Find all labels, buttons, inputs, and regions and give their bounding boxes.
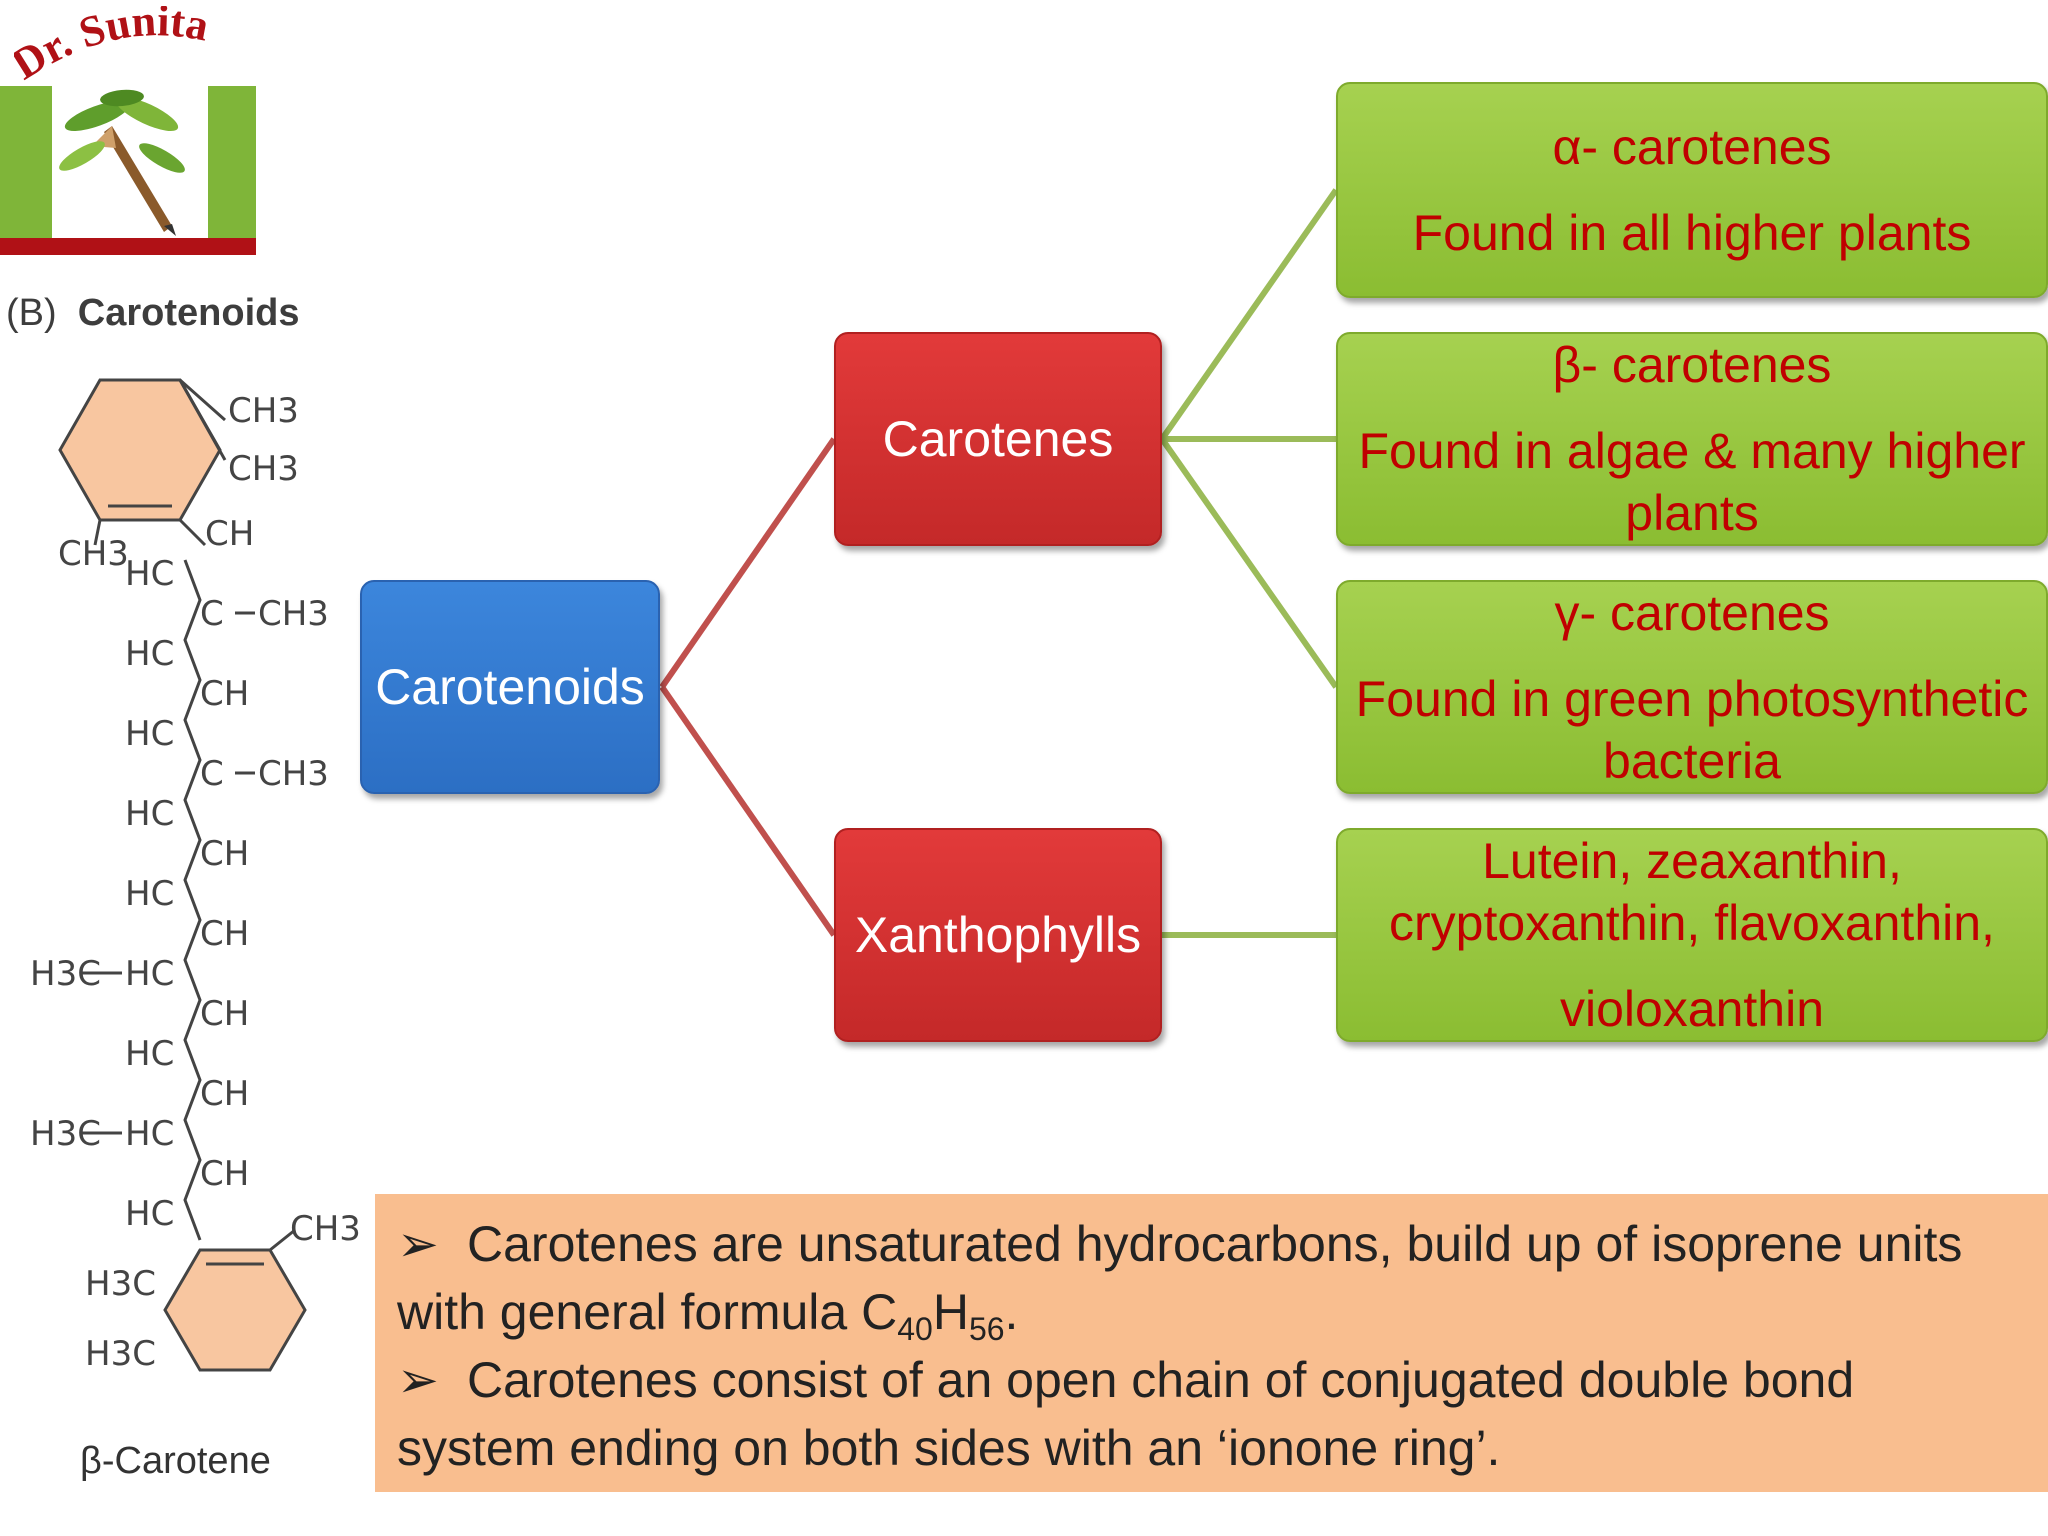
gamma-title: γ- carotenes <box>1554 585 1830 641</box>
molecule-name: β-Carotene <box>80 1440 271 1482</box>
molecule-label: CH3 <box>58 534 129 574</box>
molecule-label: CH <box>200 994 249 1034</box>
structure-caption: (B) Carotenoids <box>6 292 299 335</box>
carotenes-node: Carotenes <box>834 332 1162 546</box>
logo-green-bar-right <box>208 86 256 238</box>
molecule-label: CH <box>200 834 249 874</box>
molecule-label: C <box>200 754 224 794</box>
molecule-label: CH <box>200 914 249 954</box>
connector-carotenes-gamma <box>1159 437 1339 689</box>
molecule-label: CH3 <box>290 1209 361 1249</box>
connector-root-xanthophylls <box>659 685 837 937</box>
note-1-line1: Carotenes are unsaturated hydrocarbons, … <box>467 1216 1963 1272</box>
connector-carotenes-alpha <box>1159 188 1339 441</box>
xanthophyll-line1: Lutein, zeaxanthin, <box>1482 833 1902 889</box>
beta-carotene-structure: CH3 CH3 CH CH3 HC C CH3 HC CH HC C CH3 H… <box>30 378 361 1374</box>
xanthophylls-label: Xanthophylls <box>854 907 1142 963</box>
molecule-label: HC <box>125 954 174 994</box>
formula-period: . <box>1004 1284 1019 1340</box>
alpha-desc: Found in all higher plants <box>1412 205 1972 261</box>
formula-h: H <box>932 1284 969 1340</box>
molecule-label: HC <box>125 1114 174 1154</box>
pencil-plant-icon <box>59 89 185 236</box>
caption-letter: (B) <box>6 292 57 334</box>
molecule-label: HC <box>125 1194 174 1234</box>
molecule-label: CH <box>200 1154 249 1194</box>
molecule-label: HC <box>125 714 174 754</box>
formula-sub-56: 56 <box>968 1311 1005 1347</box>
molecule-label: HC <box>125 794 174 834</box>
gamma-carotenes-node: γ- carotenes Found in green photosynthet… <box>1336 580 2048 794</box>
note-2-line2: system ending on both sides with an ‘ion… <box>397 1420 1501 1476</box>
note-2: ➢ Carotenes consist of an open chain of c… <box>397 1346 2028 1482</box>
note-2-line1: Carotenes consist of an open chain of co… <box>467 1352 1855 1408</box>
bullet-arrow-icon: ➢ <box>397 1352 439 1408</box>
carotenoids-label: Carotenoids <box>375 659 645 715</box>
molecule-label: HC <box>125 554 174 594</box>
xanthophyll-examples-node: Lutein, zeaxanthin, cryptoxanthin, flavo… <box>1336 828 2048 1042</box>
beta-carotenes-node: β- carotenes Found in algae & many highe… <box>1336 332 2048 546</box>
molecule-label: HC <box>125 1034 174 1074</box>
xanthophyll-line3: violoxanthin <box>1559 981 1825 1037</box>
logo-text: Dr. Sunita <box>14 6 213 86</box>
note-1: ➢ Carotenes are unsaturated hydrocarbons,… <box>397 1210 2028 1346</box>
molecule-label: C <box>200 594 224 634</box>
gamma-desc-line2: bacteria <box>1603 733 1781 789</box>
molecule-label: CH3 <box>258 594 329 634</box>
connector-root-carotenes <box>659 437 837 689</box>
logo-red-bar <box>0 238 256 255</box>
beta-desc-line1: Found in algae & many higher <box>1358 423 2026 479</box>
carotenoids-node: Carotenoids <box>360 580 660 794</box>
beta-title: β- carotenes <box>1552 337 1832 393</box>
molecule-label: H3C <box>85 1334 156 1374</box>
molecule-label: CH <box>200 674 249 714</box>
formula-sub-40: 40 <box>897 1311 933 1347</box>
logo-green-bar-left <box>0 86 52 238</box>
molecule-label: CH3 <box>228 449 299 489</box>
alpha-carotenes-node: α- carotenes Found in all higher plants <box>1336 82 2048 298</box>
bullet-arrow-icon: ➢ <box>397 1216 439 1272</box>
molecule-label: CH3 <box>228 391 299 431</box>
notes-panel: ➢ Carotenes are unsaturated hydrocarbons,… <box>375 1194 2048 1492</box>
molecule-label: H3C <box>85 1264 156 1304</box>
molecule-label: CH <box>200 1074 249 1114</box>
molecule-label: CH <box>205 514 254 554</box>
gamma-desc-line1: Found in green photosynthetic <box>1355 671 2029 727</box>
molecule-label: HC <box>125 634 174 674</box>
note-1-line2: with general formula C <box>397 1284 898 1340</box>
molecule-label: HC <box>125 874 174 914</box>
molecule-label: CH3 <box>258 754 329 794</box>
caption-title: Carotenoids <box>77 292 300 334</box>
carotenes-label: Carotenes <box>882 411 1114 467</box>
xanthophyll-line2: cryptoxanthin, flavoxanthin, <box>1389 895 1995 951</box>
beta-desc-line2: plants <box>1625 485 1759 541</box>
alpha-title: α- carotenes <box>1552 119 1832 175</box>
xanthophylls-node: Xanthophylls <box>834 828 1162 1042</box>
